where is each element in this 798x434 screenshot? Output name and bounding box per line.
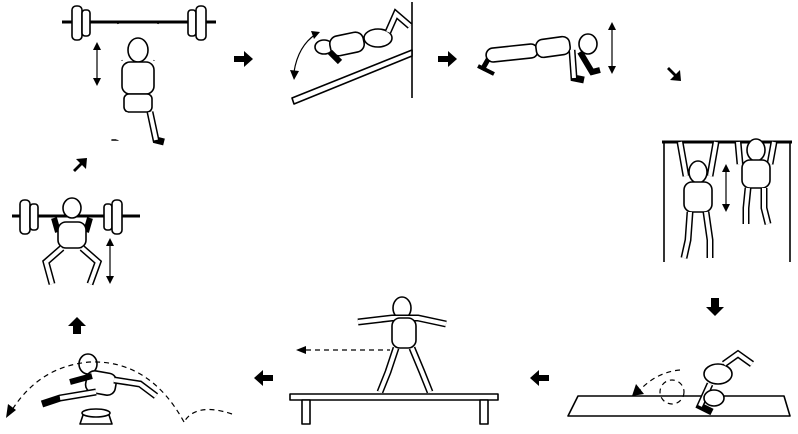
incline-situp-station	[290, 2, 413, 105]
beam-walker-figure	[357, 296, 447, 394]
flow-arrow-left	[254, 370, 273, 386]
pushup-station	[477, 22, 616, 84]
flow-arrow-down-right	[667, 67, 681, 81]
hurdle-jump-station	[6, 353, 233, 425]
curved-motion-arrow	[290, 31, 320, 80]
walk-direction-arrow	[296, 346, 390, 354]
pullup-station	[662, 138, 792, 262]
overhead-press-station	[62, 5, 216, 146]
situp-figure	[314, 8, 413, 65]
roll-motion-arrow	[632, 369, 685, 405]
balance-beam-station	[289, 296, 499, 425]
vertical-motion-arrow	[106, 238, 114, 284]
flow-arrow-left	[530, 370, 549, 386]
pullup-figure-hanging	[676, 141, 720, 259]
pushup-figure	[477, 33, 601, 84]
vertical-motion-arrow	[93, 42, 101, 86]
flow-arrow-up-right	[73, 158, 87, 172]
lifter-figure	[111, 23, 165, 146]
jumper-figure	[40, 353, 159, 408]
flow-arrow-down	[706, 298, 724, 316]
pullup-figure-raised	[734, 138, 778, 225]
flow-arrow-up	[68, 317, 86, 334]
rolling-figure	[695, 349, 755, 416]
mat-roll-station	[567, 349, 791, 417]
jump-trajectory-arrow	[6, 361, 233, 423]
vertical-motion-arrow	[722, 164, 730, 212]
back-squat-station	[12, 197, 140, 286]
barbell-icon	[62, 5, 216, 41]
squatter-figure	[42, 197, 103, 286]
flow-arrow-right	[438, 51, 457, 67]
vertical-motion-arrow	[608, 22, 616, 74]
flow-arrow-right	[234, 51, 253, 67]
